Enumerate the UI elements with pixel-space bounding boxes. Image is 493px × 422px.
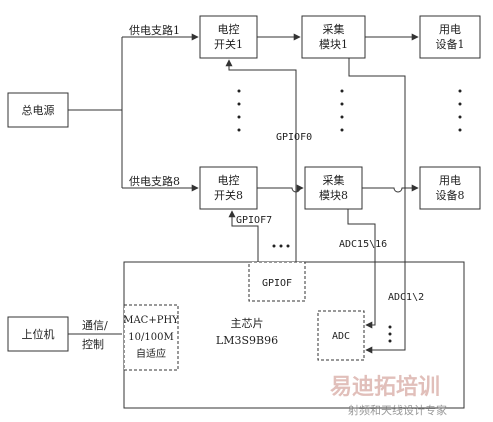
collect-top-box [301,15,366,59]
gpiof-box [248,261,306,302]
adc15-16-line [347,209,376,329]
gpiof7-label: GPIOF7 [236,215,272,226]
gpiof7-control-line [228,210,259,262]
host-label: 上位机 [22,327,55,341]
collect-bottom-label-line1: 采集 [323,173,345,187]
watermark-tagline: 射频和天线设计专家 [348,403,447,417]
collect8-to-device8-arrow [362,184,419,193]
mac-phy-label-line1: MAC+PHY [123,315,179,326]
switch-top-label-line2: 开关1 [214,37,243,51]
switch-bottom-box [199,166,258,210]
main-chip-label-line1: 主芯片 [231,316,264,330]
ellipsis-collectors [340,89,344,132]
device-top-label-line2: 设备1 [436,37,465,51]
watermark-logo: 易迪拓培训 [330,374,440,400]
device-bottom-label-line2: 设备8 [436,188,465,202]
host-box [7,316,69,352]
collect-bottom-box [304,166,363,210]
device-top-label-line1: 用电 [439,23,461,36]
switch-top-label-line1: 电控 [218,22,240,36]
ellipsis-devices [458,89,462,132]
adc-label: ADC [332,331,350,342]
collect-bottom-label-line2: 模块8 [319,189,348,202]
adc1-2-label: ADC1\2 [388,292,424,303]
comm-label-line1: 通信/ [82,319,108,332]
gpiof0-label: GPIOF0 [276,132,312,143]
main-power-box [7,92,69,128]
gpiof-label: GPIOF [262,278,292,289]
collect-top-label-line1: 采集 [323,22,345,36]
main-power-label: 总电源 [22,103,55,117]
ellipsis-gpio-lines [272,244,290,248]
main-chip-label-line2: LM3S9B96 [216,334,278,347]
adc15-16-label: ADC15\16 [339,239,387,250]
ellipsis-adc-lines [388,325,392,343]
adc1-2-line [348,58,406,354]
ellipsis-switches [237,89,241,132]
mac-phy-label-line2: 10/100M [128,332,173,343]
branch-top-label: 供电支路1 [129,23,180,37]
collect-top-label-line2: 模块1 [319,38,348,51]
device-top-box [419,15,481,59]
gpiof0-control-line [225,59,297,262]
branch-bottom-label: 供电支路8 [129,174,180,188]
switch-top-box [199,15,258,59]
mac-phy-box [123,304,179,371]
adc-box [317,310,365,361]
switch-bottom-label-line1: 电控 [218,173,240,187]
mac-phy-label-line3: 自适应 [136,347,166,360]
switch-bottom-label-line2: 开关8 [214,188,243,202]
device-bottom-box [419,166,481,210]
device-bottom-label-line1: 用电 [439,174,461,187]
comm-label-line2: 控制 [82,337,104,351]
